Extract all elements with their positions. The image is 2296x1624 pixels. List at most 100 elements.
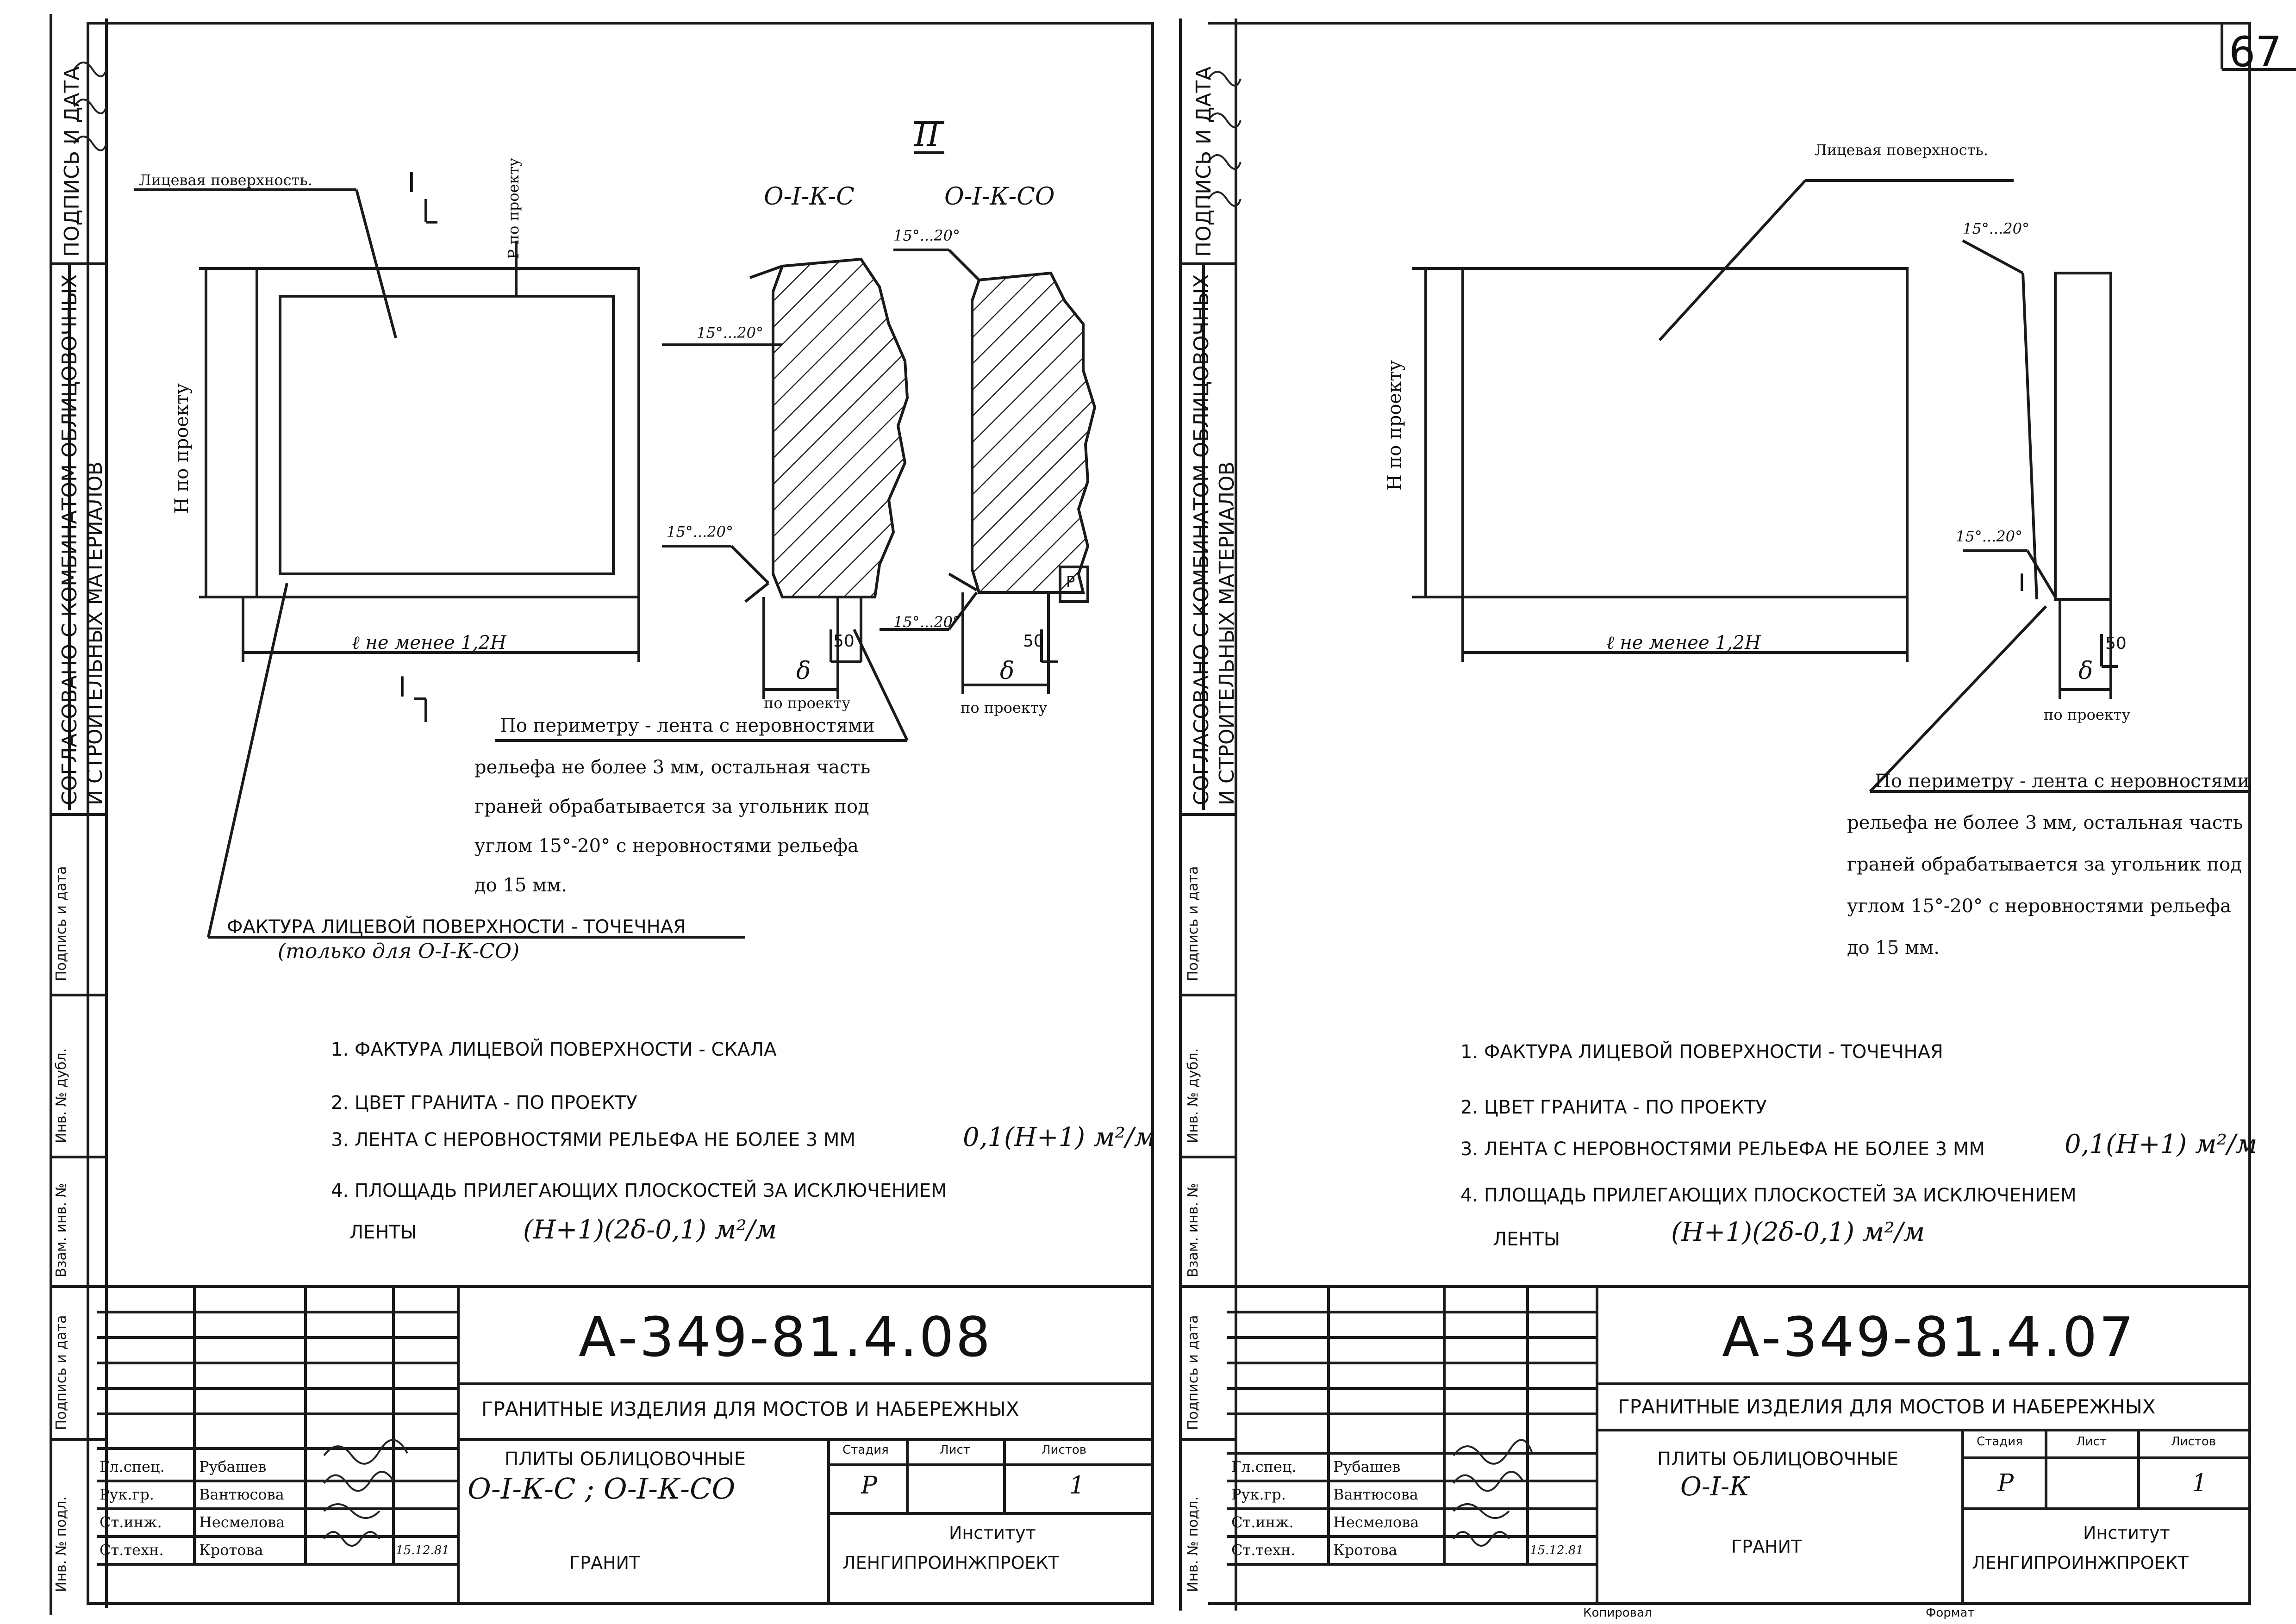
section-title: II bbox=[914, 116, 940, 154]
r-role-3: Ст.инж. bbox=[1231, 1513, 1294, 1531]
angle-label-4: 15°...20° bbox=[893, 613, 960, 631]
r-material: ГРАНИТ bbox=[1731, 1537, 1802, 1557]
page-number: 67 bbox=[2229, 28, 2282, 76]
item-code: О-I-К-С ; О-I-К-СО bbox=[468, 1472, 736, 1506]
formula-4: (H+1)(2δ-0,1) м²/м bbox=[523, 1215, 777, 1245]
stage-header: Стадия bbox=[842, 1443, 889, 1457]
r-note-3: 3. ЛЕНТА С НЕРОВНОСТЯМИ РЕЛЬЕФА НЕ БОЛЕЕ… bbox=[1460, 1139, 1985, 1160]
r-item-title: ПЛИТЫ ОБЛИЦОВОЧНЫЕ bbox=[1657, 1449, 1898, 1470]
profile-label-b: О-I-К-СО bbox=[944, 183, 1055, 211]
note-2: 2. ЦВЕТ ГРАНИТА - ПО ПРОЕКТУ bbox=[331, 1092, 637, 1114]
note-3: 3. ЛЕНТА С НЕРОВНОСТЯМИ РЕЛЬЕФА НЕ БОЛЕЕ… bbox=[331, 1129, 855, 1151]
institute-1: Институт bbox=[949, 1523, 1036, 1543]
stamp-inv-dubl: Инв. № дубл. bbox=[53, 1048, 69, 1143]
r-perimeter-note-1: По периметру - лента с неровностями bbox=[1875, 771, 2250, 792]
r-section-mark: I bbox=[2018, 569, 2026, 597]
r-formula-3: 0,1(H+1) м²/м bbox=[2065, 1129, 2258, 1159]
r-angle-label-2: 15°...20° bbox=[1956, 528, 2022, 545]
r-stamp-inv-dubl: Инв. № дубл. bbox=[1185, 1048, 1201, 1143]
stamp-signature-date: Подпись и дата bbox=[53, 866, 69, 982]
r-note-4: 4. ПЛОЩАДЬ ПРИЛЕГАЮЩИХ ПЛОСКОСТЕЙ ЗА ИСК… bbox=[1460, 1185, 2077, 1206]
perimeter-note-3: граней обрабатывается за угольник под bbox=[474, 796, 869, 817]
r-name-1: Рубашев bbox=[1333, 1458, 1401, 1475]
dim-50-a: 50 bbox=[833, 632, 855, 651]
facture-note-2: (только для О-I-К-СО) bbox=[278, 940, 520, 963]
item-title: ПЛИТЫ ОБЛИЦОВОЧНЫЕ bbox=[505, 1449, 746, 1470]
angle-label-1: 15°...20° bbox=[893, 227, 960, 244]
footer-copied: Копировал bbox=[1583, 1606, 1652, 1620]
angle-label-2: 15°...20° bbox=[697, 324, 763, 342]
stamp-vzam-inv: Взам. инв. № bbox=[53, 1183, 69, 1277]
r-sheets-value: 1 bbox=[2192, 1469, 2208, 1497]
r-perimeter-note-3: граней обрабатывается за угольник под bbox=[1847, 854, 2242, 875]
r-l-dimension-label: ℓ не менее 1,2H bbox=[1606, 632, 1761, 653]
r-stamp-signature-date-2: Подпись и дата bbox=[1185, 1315, 1201, 1431]
signature-date: 15.12.81 bbox=[396, 1543, 449, 1557]
perimeter-note-5: до 15 мм. bbox=[474, 875, 567, 896]
stamp-agreed-2: И СТРОИТЕЛЬНЫХ МАТЕРИАЛОВ bbox=[83, 461, 107, 805]
stamp-agreed: СОГЛАСОВАНО С КОМБИНАТОМ ОБЛИЦОВОЧНЫХ bbox=[58, 274, 81, 805]
by-project-a: по проекту bbox=[764, 694, 851, 712]
stamp-signature-date-2: Подпись и дата bbox=[53, 1315, 69, 1431]
p-dimension-label: P по проекту bbox=[505, 157, 522, 259]
r-role-4: Ст.техн. bbox=[1231, 1541, 1296, 1559]
name-4: Кротова bbox=[199, 1541, 263, 1559]
r-name-3: Несмелова bbox=[1333, 1513, 1419, 1531]
r-face-surface-label: Лицевая поверхность. bbox=[1815, 141, 1988, 159]
r-stamp-agreed-2: И СТРОИТЕЛЬНЫХ МАТЕРИАЛОВ bbox=[1215, 461, 1239, 805]
r-stage-value: Р bbox=[1997, 1469, 2014, 1497]
r-subject-title: ГРАНИТНЫЕ ИЗДЕЛИЯ ДЛЯ МОСТОВ И НАБЕРЕЖНЫ… bbox=[1618, 1395, 2156, 1418]
facture-note: ФАКТУРА ЛИЦЕВОЙ ПОВЕРХНОСТИ - ТОЧЕЧНАЯ bbox=[227, 916, 686, 938]
stamp-signature-date-top: ПОДПИСЬ И ДАТА bbox=[60, 66, 84, 257]
r-stamp-signature-date: Подпись и дата bbox=[1185, 866, 1201, 982]
r-angle-label-1: 15°...20° bbox=[1963, 220, 2029, 237]
r-sheet-header: Лист bbox=[2076, 1435, 2107, 1449]
footer-format: Формат bbox=[1926, 1606, 1975, 1620]
r-stamp-signature-date-top: ПОДПИСЬ И ДАТА bbox=[1192, 66, 1216, 257]
r-perimeter-note-5: до 15 мм. bbox=[1847, 937, 1940, 958]
name-2: Вантюсова bbox=[199, 1486, 284, 1503]
role-3: Ст.инж. bbox=[100, 1513, 162, 1531]
r-stamp-inv-podl: Инв. № подл. bbox=[1185, 1496, 1201, 1592]
by-project-b: по проекту bbox=[961, 699, 1048, 716]
sheets-header: Листов bbox=[1042, 1443, 1087, 1457]
material: ГРАНИТ bbox=[569, 1553, 640, 1573]
r-institute-1: Институт bbox=[2083, 1523, 2170, 1543]
perimeter-note-2: рельефа не более 3 мм, остальная часть bbox=[474, 757, 871, 778]
angle-label-3: 15°...20° bbox=[667, 523, 733, 541]
stamp-inv-podl: Инв. № подл. bbox=[53, 1496, 69, 1592]
perimeter-note-1: По периметру - лента с неровностями bbox=[500, 715, 875, 736]
r-item-code: О-I-К bbox=[1680, 1472, 1750, 1502]
institute-2: ЛЕНГИПРОИНЖПРОЕКТ bbox=[842, 1553, 1059, 1573]
r-document-code: А-349-81.4.07 bbox=[1722, 1305, 2136, 1369]
r-delta: δ bbox=[2078, 657, 2093, 685]
r-perimeter-note-2: рельефа не более 3 мм, остальная часть bbox=[1847, 812, 2243, 834]
subject-title: ГРАНИТНЫЕ ИЗДЕЛИЯ ДЛЯ МОСТОВ И НАБЕРЕЖНЫ… bbox=[481, 1398, 1019, 1420]
role-1: Гл.спец. bbox=[100, 1458, 165, 1475]
r-institute-2: ЛЕНГИПРОИНЖПРОЕКТ bbox=[1972, 1553, 2189, 1573]
section-mark-top: I bbox=[407, 167, 416, 199]
l-dimension-label: ℓ не менее 1,2H bbox=[352, 632, 506, 653]
h-dimension-label: H по проекту bbox=[171, 383, 193, 514]
r-name-2: Вантюсова bbox=[1333, 1486, 1418, 1503]
r-stamp-vzam-inv: Взам. инв. № bbox=[1185, 1183, 1201, 1277]
delta-b: δ bbox=[1000, 657, 1015, 685]
formula-3: 0,1(H+1) м²/м bbox=[963, 1122, 1156, 1152]
document-code: А-349-81.4.08 bbox=[579, 1305, 992, 1369]
r-note-4-cont: ЛЕНТЫ bbox=[1493, 1229, 1560, 1250]
note-4: 4. ПЛОЩАДЬ ПРИЛЕГАЮЩИХ ПЛОСКОСТЕЙ ЗА ИСК… bbox=[331, 1180, 947, 1201]
stage-value: Р bbox=[861, 1472, 877, 1500]
r-role-1: Гл.спец. bbox=[1231, 1458, 1297, 1475]
r-by-project: по проекту bbox=[2044, 706, 2131, 723]
r-formula-4: (H+1)(2δ-0,1) м²/м bbox=[1671, 1217, 1925, 1247]
r-signature-date: 15.12.81 bbox=[1530, 1543, 1584, 1557]
name-3: Несмелова bbox=[199, 1513, 285, 1531]
note-4-cont: ЛЕНТЫ bbox=[349, 1222, 417, 1243]
r-sheets-header: Листов bbox=[2171, 1435, 2216, 1449]
sheet-header: Лист bbox=[940, 1443, 970, 1457]
r-stamp-agreed: СОГЛАСОВАНО С КОМБИНАТОМ ОБЛИЦОВОЧНЫХ bbox=[1190, 274, 1213, 805]
r-dim-50: 50 bbox=[2105, 634, 2127, 653]
perimeter-note-4: углом 15°-20° с неровностями рельефа bbox=[474, 835, 859, 857]
p-mark: P bbox=[1066, 573, 1075, 591]
